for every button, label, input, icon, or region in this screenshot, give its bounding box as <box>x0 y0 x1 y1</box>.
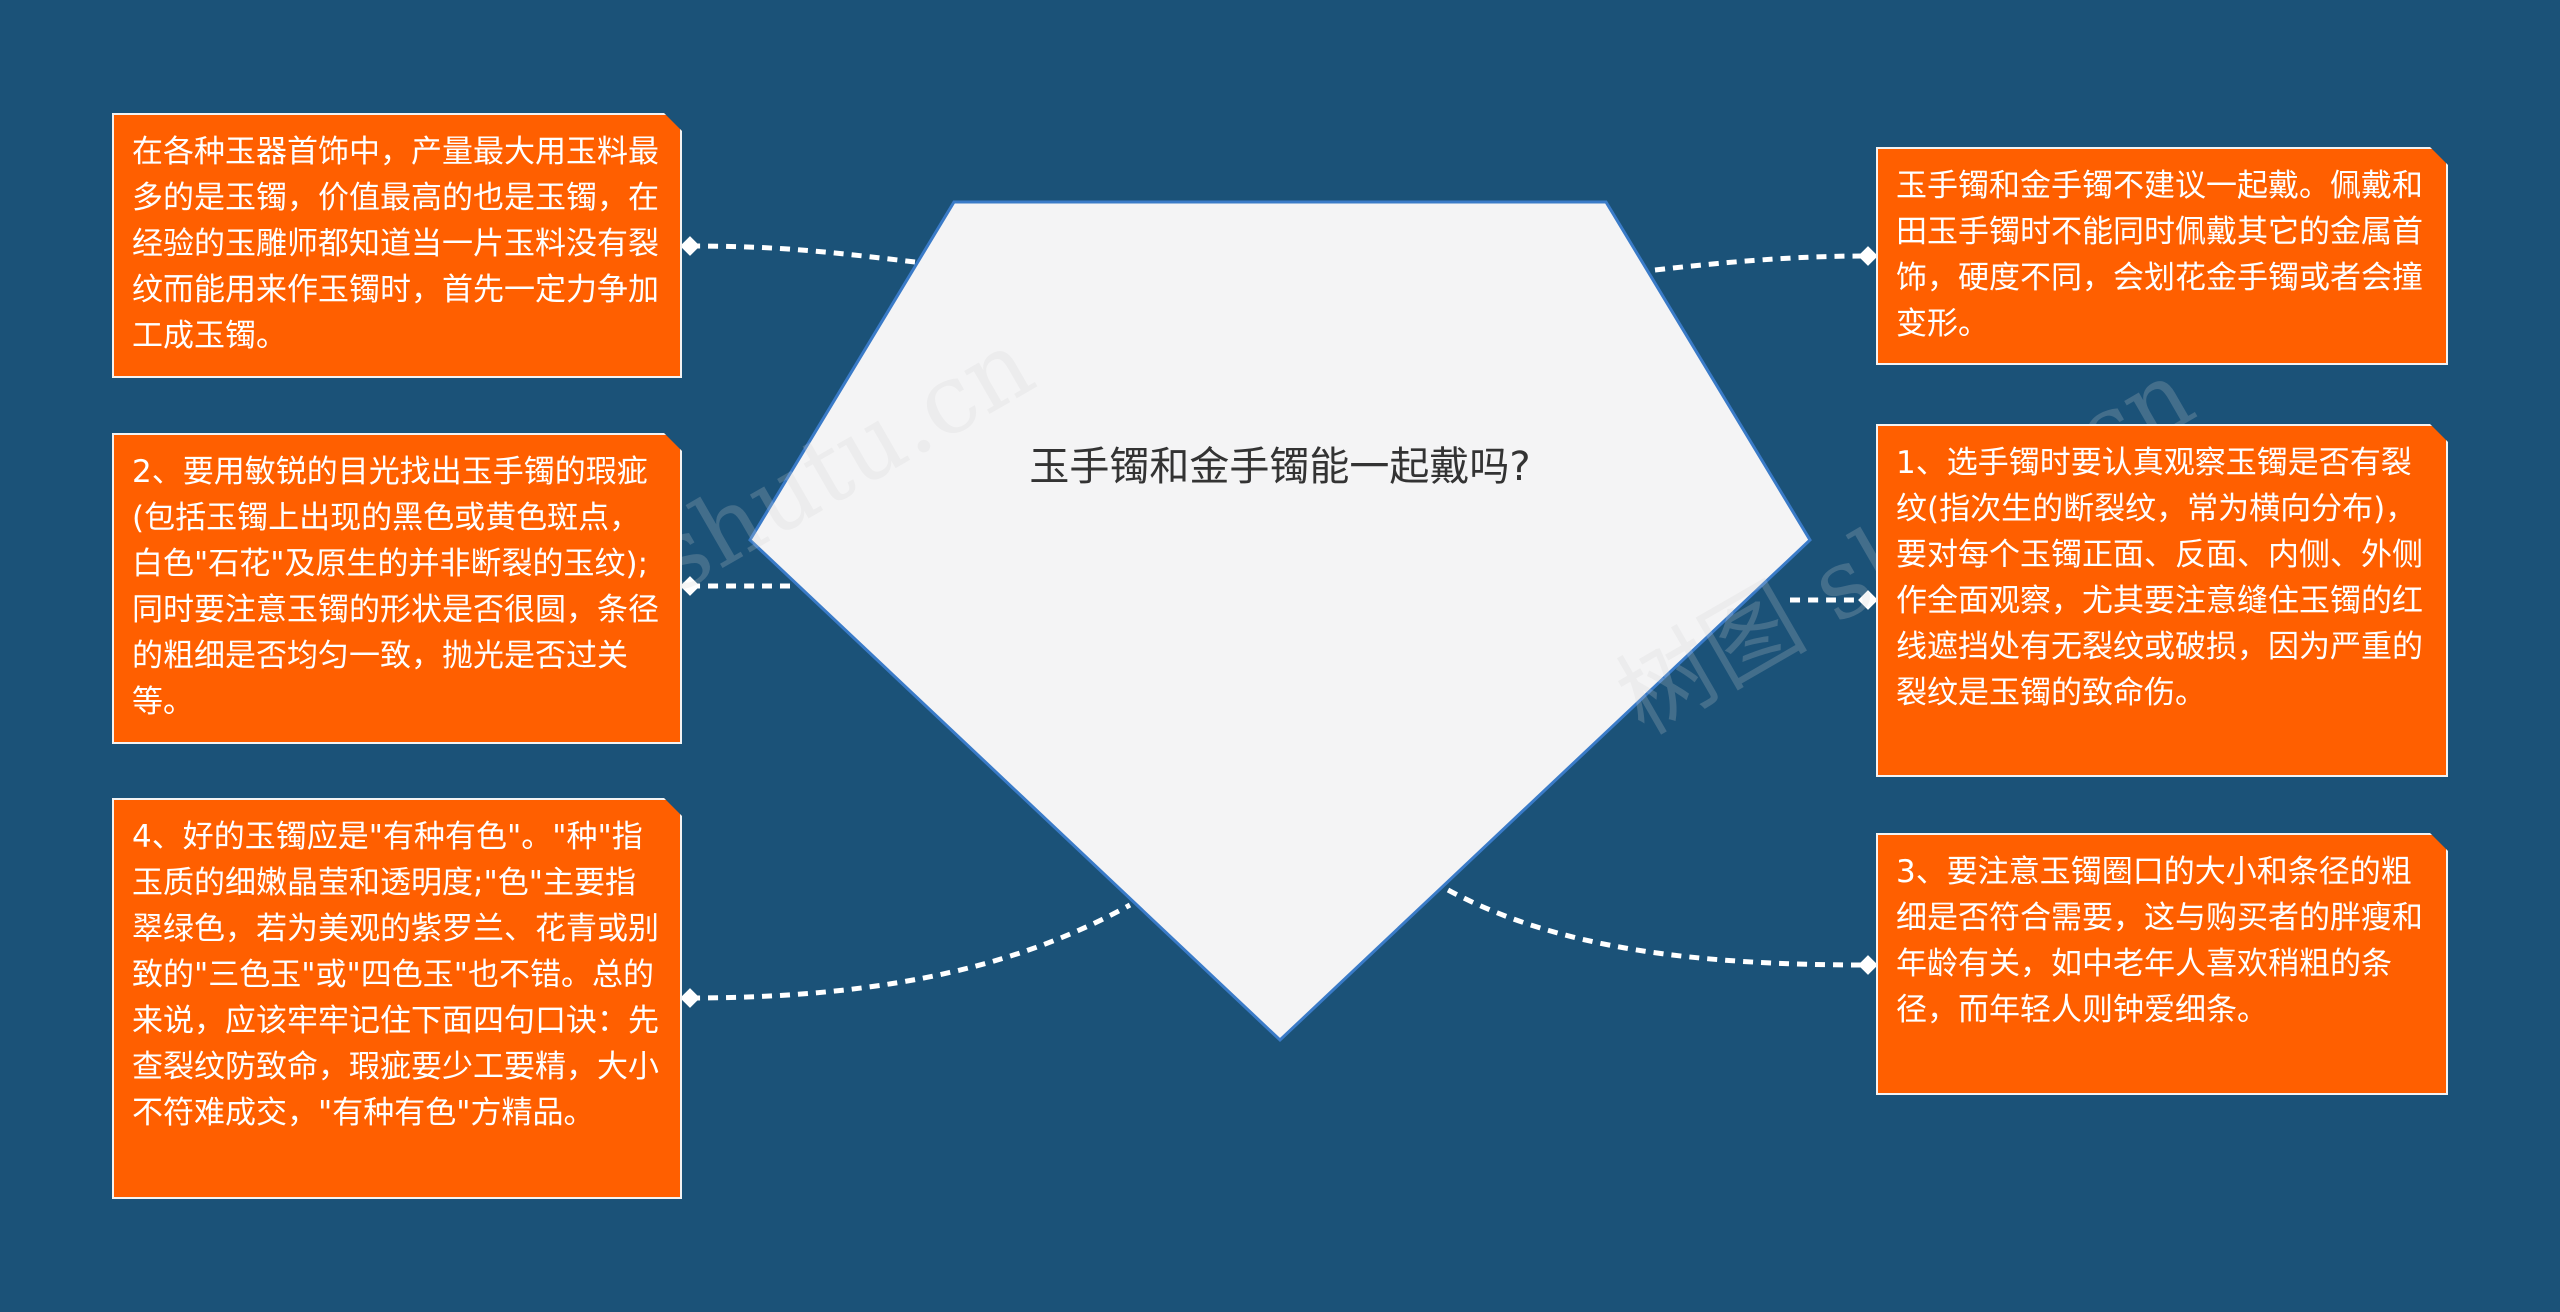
connector-dot-left-3 <box>680 988 700 1008</box>
center-node-title[interactable]: 玉手镯和金手镯能一起戴吗? <box>1029 444 1531 490</box>
connector-dot-left-2 <box>680 576 700 596</box>
connector-dot-right-1 <box>1858 246 1878 266</box>
connector-dot-right-2 <box>1858 590 1878 610</box>
connector-dot-right-3 <box>1858 955 1878 975</box>
node-left-1[interactable]: 在各种玉器首饰中，产量最大用玉料最多的是玉镯，价值最高的也是玉镯，在经验的玉雕师… <box>112 113 682 378</box>
node-right-3[interactable]: 3、要注意玉镯圈口的大小和条径的粗细是否符合需要，这与购买者的胖瘦和年龄有关，如… <box>1876 833 2448 1095</box>
center-node-shape[interactable] <box>748 200 1812 1043</box>
connector-left-1 <box>689 243 916 265</box>
connector-left-3 <box>689 902 1132 1001</box>
node-left-3[interactable]: 4、好的玉镯应是"有种有色"。"种"指玉质的细嫩晶莹和透明度;"色"主要指翠绿色… <box>112 798 682 1199</box>
node-right-2[interactable]: 1、选手镯时要认真观察玉镯是否有裂纹(指次生的断裂纹，常为横向分布)，要对每个玉… <box>1876 424 2448 777</box>
connector-right-3 <box>1446 887 1869 968</box>
node-left-2[interactable]: 2、要用敏锐的目光找出玉手镯的瑕疵(包括玉镯上出现的黑色或黄色斑点，白色"石花"… <box>112 433 682 744</box>
node-right-1[interactable]: 玉手镯和金手镯不建议一起戴。佩戴和田玉手镯时不能同时佩戴其它的金属首饰，硬度不同… <box>1876 147 2448 365</box>
connector-dot-left-1 <box>680 236 700 256</box>
connector-right-1 <box>1654 253 1869 273</box>
